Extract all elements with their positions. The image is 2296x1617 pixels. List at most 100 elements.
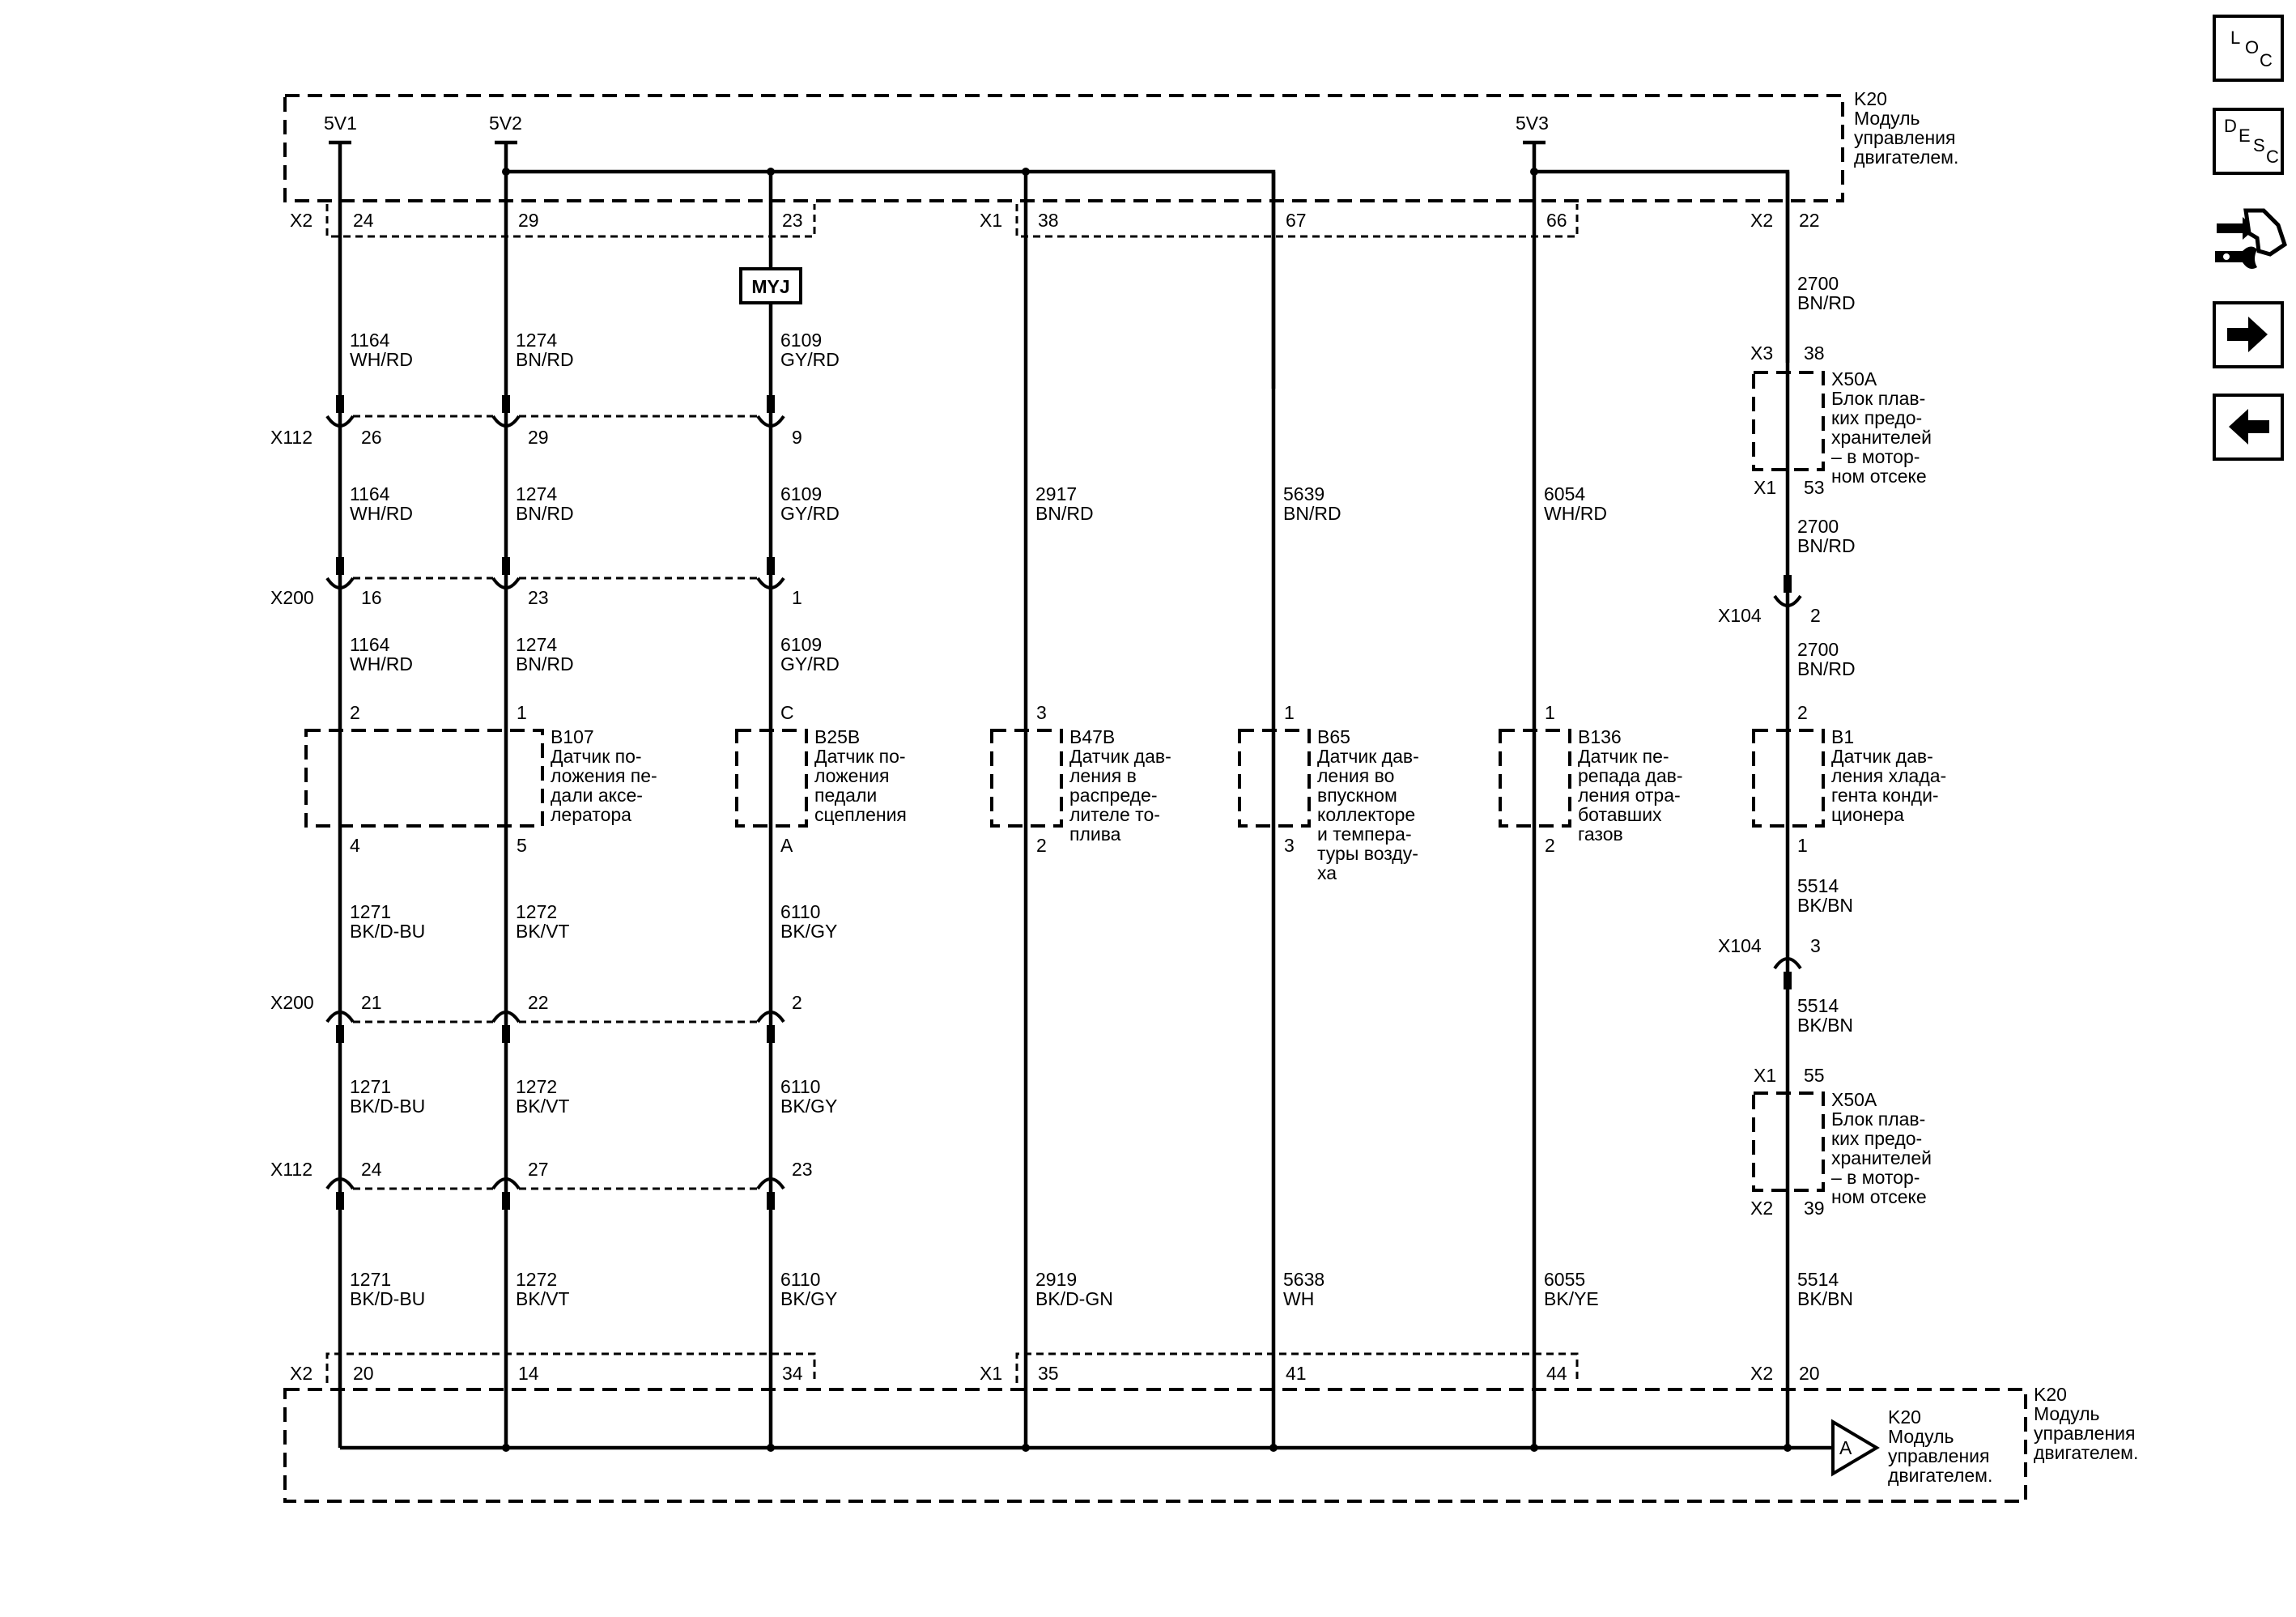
svg-text:X50A: X50A [1831, 1089, 1877, 1110]
svg-text:BK/BN: BK/BN [1797, 895, 1853, 916]
svg-text:2700: 2700 [1797, 516, 1839, 537]
svg-text:34: 34 [782, 1363, 803, 1384]
svg-text:3: 3 [1810, 935, 1821, 956]
svg-text:GY/RD: GY/RD [780, 349, 840, 370]
svg-text:WH: WH [1283, 1288, 1314, 1309]
svg-text:6110: 6110 [780, 1076, 820, 1097]
svg-text:16: 16 [361, 587, 382, 608]
component-b47b-box [990, 729, 1063, 828]
svg-text:коллекторе: коллекторе [1317, 804, 1415, 825]
svg-text:2: 2 [350, 702, 360, 723]
svg-text:репада дав-: репада дав- [1578, 765, 1683, 786]
connector-tool-icon[interactable] [2210, 201, 2288, 275]
connector-x1-bottom [1015, 1352, 1579, 1383]
svg-text:BN/RD: BN/RD [1283, 503, 1341, 524]
loc-letter: C [2260, 50, 2273, 70]
svg-text:1274: 1274 [516, 634, 557, 655]
connector-label: X1 [980, 210, 1002, 231]
svg-text:24: 24 [353, 210, 374, 231]
offpage-k20-label: K20 Модуль управления двигателем. [1888, 1406, 1992, 1486]
previous-page-button[interactable] [2213, 394, 2284, 461]
svg-text:6055: 6055 [1544, 1269, 1585, 1290]
supply-5v1-label: 5V1 [324, 113, 357, 134]
connector-label: X2 [290, 1363, 313, 1384]
svg-text:двигателем.: двигателем. [2034, 1442, 2138, 1463]
loc-button[interactable]: L O C [2213, 15, 2284, 82]
svg-text:ления в: ления в [1069, 765, 1137, 786]
svg-text:29: 29 [528, 427, 549, 448]
svg-text:1272: 1272 [516, 1269, 557, 1290]
svg-text:35: 35 [1038, 1363, 1059, 1384]
svg-text:2: 2 [1797, 702, 1808, 723]
svg-text:38: 38 [1804, 343, 1825, 364]
svg-text:1: 1 [517, 702, 527, 723]
loc-letter: O [2245, 37, 2260, 57]
svg-text:44: 44 [1546, 1363, 1567, 1384]
svg-text:1274: 1274 [516, 483, 557, 504]
svg-text:B1: B1 [1831, 726, 1854, 747]
svg-text:B107: B107 [551, 726, 594, 747]
svg-text:Датчик дав-: Датчик дав- [1831, 746, 1933, 767]
svg-text:B25B: B25B [814, 726, 860, 747]
svg-text:K20: K20 [1854, 88, 1887, 109]
svg-text:ном отсеке: ном отсеке [1831, 1186, 1927, 1207]
svg-text:1271: 1271 [350, 1269, 391, 1290]
svg-text:20: 20 [1799, 1363, 1820, 1384]
component-b136-label: B136 Датчик пе- репада дав- ления отра- … [1578, 726, 1683, 845]
offpage-letter: A [1839, 1437, 1852, 1458]
connector-x1-top [1015, 204, 1579, 238]
svg-text:5514: 5514 [1797, 995, 1839, 1016]
svg-text:6109: 6109 [780, 634, 822, 655]
svg-text:5638: 5638 [1283, 1269, 1324, 1290]
svg-text:BN/RD: BN/RD [516, 503, 574, 524]
svg-text:A: A [780, 835, 793, 856]
svg-text:BK/VT: BK/VT [516, 1096, 569, 1117]
svg-text:2700: 2700 [1797, 273, 1839, 294]
desc-letter: C [2266, 147, 2279, 167]
svg-text:1271: 1271 [350, 1076, 391, 1097]
svg-text:21: 21 [361, 992, 382, 1013]
svg-text:K20: K20 [1888, 1406, 1921, 1428]
myj-label: MYJ [751, 276, 789, 297]
svg-text:BN/RD: BN/RD [516, 653, 574, 674]
svg-text:BK/BN: BK/BN [1797, 1288, 1853, 1309]
loc-letter: L [2230, 28, 2241, 48]
svg-text:BN/RD: BN/RD [1797, 535, 1856, 556]
svg-text:и темпера-: и темпера- [1317, 823, 1412, 845]
svg-text:66: 66 [1546, 210, 1567, 231]
offpage-connector-a[interactable] [1831, 1419, 1880, 1477]
bus-5v2 [506, 169, 1276, 389]
supply-5v2-symbol [495, 140, 517, 151]
svg-text:Блок плав-: Блок плав- [1831, 1108, 1925, 1130]
component-b65-label: B65 Датчик дав- ления во впускном коллек… [1317, 726, 1419, 883]
svg-text:двигателем.: двигателем. [1888, 1465, 1992, 1486]
svg-text:1: 1 [1797, 835, 1808, 856]
svg-text:2: 2 [1545, 835, 1555, 856]
svg-text:ха: ха [1317, 862, 1337, 883]
svg-text:GY/RD: GY/RD [780, 503, 840, 524]
svg-text:– в мотор-: – в мотор- [1831, 446, 1920, 467]
svg-text:– в мотор-: – в мотор- [1831, 1167, 1920, 1188]
module-top-pins: 24 29 23 38 67 66 22 [353, 210, 1820, 231]
module-bottom-pins: 20 14 34 35 41 44 20 [353, 1363, 1820, 1384]
connector-label: X112 [270, 1159, 313, 1180]
next-page-button[interactable] [2213, 301, 2284, 368]
svg-text:3: 3 [1036, 702, 1047, 723]
component-b47b-label: B47B Датчик дав- ления в распреде- лител… [1069, 726, 1171, 845]
connector-label: X112 [270, 427, 313, 448]
svg-text:плива: плива [1069, 823, 1121, 845]
svg-text:Датчик по-: Датчик по- [551, 746, 642, 767]
desc-button[interactable]: D E S C [2213, 108, 2284, 175]
svg-text:сцепления: сцепления [814, 804, 907, 825]
component-b107-label: B107 Датчик по- ложения пе- дали аксе- л… [551, 726, 657, 825]
svg-text:22: 22 [1799, 210, 1820, 231]
svg-text:Модуль: Модуль [1888, 1426, 1954, 1447]
svg-text:27: 27 [528, 1159, 549, 1180]
svg-text:2: 2 [792, 992, 802, 1013]
svg-text:1: 1 [1545, 702, 1555, 723]
svg-text:хранителей: хранителей [1831, 1147, 1932, 1168]
component-b25b-box [735, 729, 808, 828]
connector-x2-bottom-left [325, 1352, 816, 1383]
